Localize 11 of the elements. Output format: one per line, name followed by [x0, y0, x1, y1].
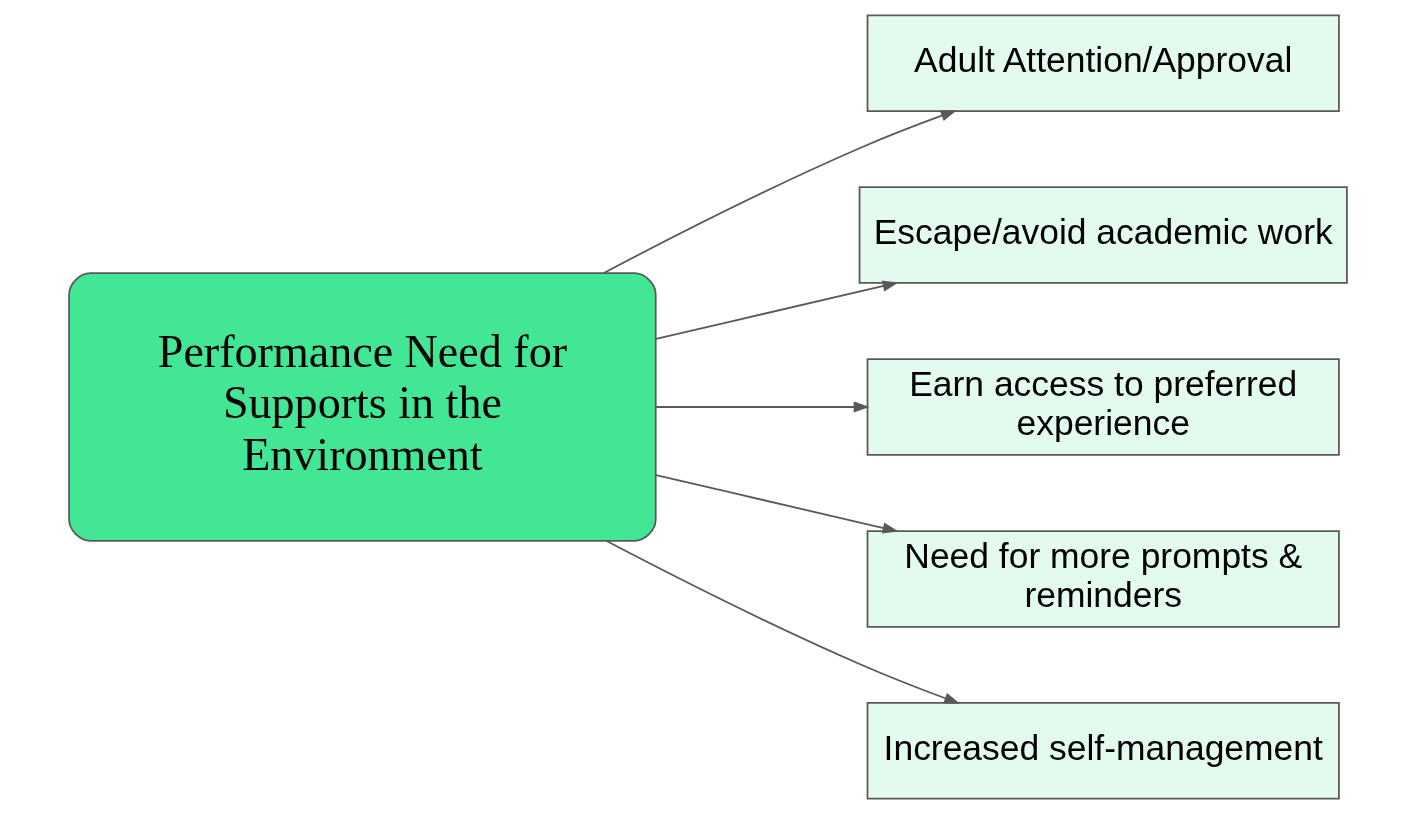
- node-box: Adult Attention/Approval: [866, 14, 1340, 112]
- arrow: [654, 474, 899, 534]
- node-box: Increased self-management: [866, 702, 1340, 800]
- arrow: [654, 401, 870, 413]
- node-box: Earn access to preferred experience: [866, 358, 1340, 456]
- node-box: Escape/avoid academic work: [858, 186, 1348, 284]
- arrow: [654, 280, 899, 340]
- node-box: Need for more prompts & reminders: [866, 530, 1340, 628]
- node-box: Performance Need for Supports in the Environment: [67, 272, 657, 542]
- arrow: [605, 540, 960, 704]
- arrow: [602, 110, 957, 274]
